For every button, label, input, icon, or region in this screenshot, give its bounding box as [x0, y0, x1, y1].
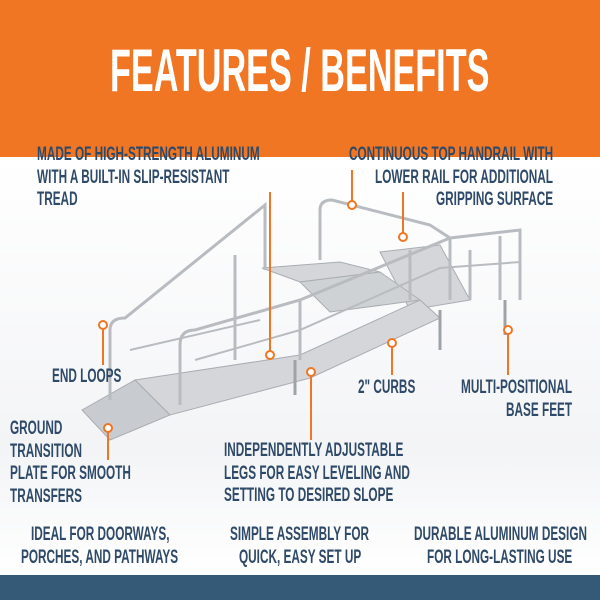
- callout-line: TRANSFERS: [10, 485, 82, 507]
- callout-line: 2" CURBS: [358, 377, 416, 398]
- callout-line: TREAD: [37, 189, 78, 210]
- callout-line: CONTINUOUS TOP HANDRAIL WITH: [348, 144, 553, 165]
- benefit-durable: DURABLE ALUMINUM DESIGN FOR LONG-LASTING…: [400, 524, 600, 569]
- pointer-dot: [98, 320, 108, 330]
- page-title: FEATURES / BENEFITS: [0, 36, 600, 106]
- footer-bar: [0, 575, 600, 600]
- header-banner: [0, 0, 600, 157]
- pointer-dot: [306, 367, 316, 377]
- callout-handrail: CONTINUOUS TOP HANDRAIL WITH LOWER RAIL …: [313, 144, 553, 212]
- benefit-line: QUICK, EASY SET UP: [238, 546, 362, 568]
- callout-line: SETTING TO DESIRED SLOPE: [224, 485, 394, 506]
- callout-base-feet: MULTI-POSITIONAL BASE FEET: [432, 377, 572, 422]
- title-text: FEATURES / BENEFITS: [110, 37, 490, 104]
- callout-line: PLATE FOR SMOOTH: [10, 463, 131, 484]
- pointer-dot: [103, 423, 113, 433]
- pointer-dot: [398, 232, 408, 242]
- benefit-line: PORCHES, AND PATHWAYS: [21, 546, 179, 568]
- callout-line: MADE OF HIGH-STRENGTH ALUMINUM: [37, 144, 260, 165]
- pointer-dot: [265, 350, 275, 360]
- callout-adjustable-legs: INDEPENDENTLY ADJUSTABLE LEGS FOR EASY L…: [224, 440, 444, 508]
- callout-line: GRIPPING SURFACE: [435, 189, 553, 210]
- callout-line: GROUND: [10, 418, 63, 439]
- benefit-line: SIMPLE ASSEMBLY FOR: [230, 524, 370, 545]
- callout-line: END LOOPS: [52, 366, 122, 387]
- upper-ramp: [298, 271, 422, 313]
- benefit-line: IDEAL FOR DOORWAYS,: [30, 524, 170, 545]
- callout-line: BASE FEET: [506, 399, 573, 421]
- callout-pointers: [98, 170, 513, 460]
- callout-line: LEGS FOR EASY LEVELING AND: [224, 462, 410, 484]
- benefit-doorways: IDEAL FOR DOORWAYS, PORCHES, AND PATHWAY…: [0, 524, 200, 569]
- pointer-dot: [387, 338, 397, 348]
- ramp-structure: [81, 244, 471, 441]
- pointer-dot: [503, 325, 513, 335]
- handrails: [108, 198, 522, 405]
- benefit-line: DURABLE ALUMINUM DESIGN: [413, 524, 587, 545]
- callout-line: INDEPENDENTLY ADJUSTABLE: [224, 440, 404, 461]
- callout-transition-plate: GROUND TRANSITION PLATE FOR SMOOTH TRANS…: [10, 418, 150, 508]
- callout-curbs: 2" CURBS: [358, 377, 438, 400]
- pointer-dot: [347, 200, 357, 210]
- benefit-assembly: SIMPLE ASSEMBLY FOR QUICK, EASY SET UP: [200, 524, 400, 569]
- benefit-line: FOR LONG-LASTING USE: [427, 546, 573, 568]
- callout-line: MULTI-POSITIONAL: [460, 377, 572, 398]
- callout-aluminum: MADE OF HIGH-STRENGTH ALUMINUM WITH A BU…: [37, 144, 297, 212]
- callout-line: WITH A BUILT-IN SLIP-RESISTANT: [37, 166, 230, 188]
- callout-line: LOWER RAIL FOR ADDITIONAL: [374, 166, 553, 188]
- callout-end-loops: END LOOPS: [52, 366, 172, 389]
- callout-line: TRANSITION: [10, 440, 82, 462]
